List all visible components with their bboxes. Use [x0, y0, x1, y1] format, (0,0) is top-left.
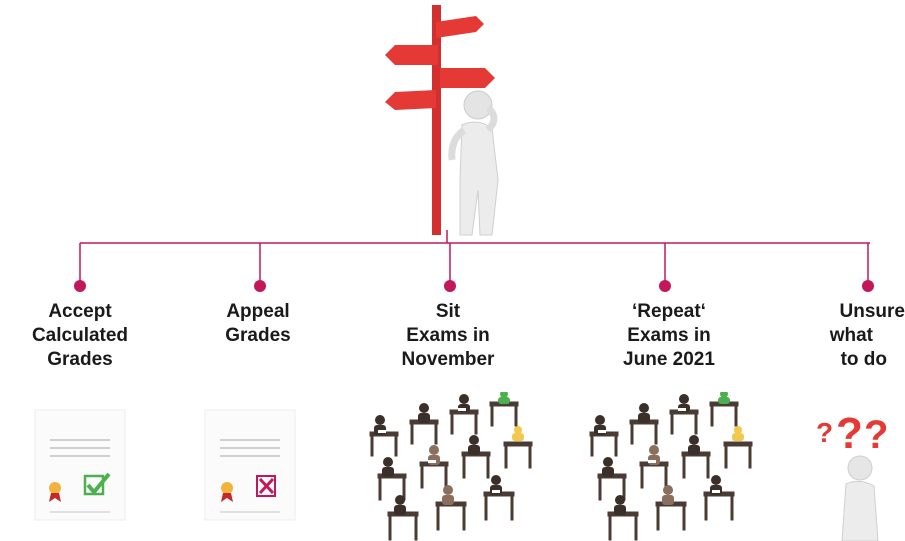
- branch-node: [444, 243, 456, 292]
- option-sit-exams-november: Sit Exams in November: [373, 300, 523, 372]
- option-label-line: Grades: [47, 349, 113, 370]
- exam-hall-icon: [589, 392, 753, 541]
- question-figure-icon: ? ? ?: [816, 409, 888, 541]
- option-label-line: Calculated: [31, 325, 129, 346]
- svg-text:?: ?: [836, 409, 863, 458]
- branch-node: [659, 243, 671, 292]
- svg-text:?: ?: [864, 413, 888, 457]
- option-label-line: Sit: [435, 301, 461, 322]
- branch-node: [862, 243, 874, 292]
- svg-text:?: ?: [816, 417, 833, 448]
- option-label-line: Grades: [225, 325, 291, 346]
- branch-node: [74, 243, 86, 292]
- certificate-check-icon: [34, 409, 126, 521]
- option-label-line: June 2021: [623, 349, 715, 370]
- option-label-line: what: [829, 325, 873, 346]
- option-label-line: Exams in: [627, 325, 711, 346]
- exam-hall-icon: [369, 392, 533, 541]
- option-label-line: to do: [840, 349, 887, 370]
- option-label-line: Unsure: [839, 301, 905, 322]
- option-label-line: Appeal: [226, 301, 290, 322]
- option-appeal-grades: Appeal Grades: [183, 300, 333, 348]
- option-label-line: Accept: [48, 301, 112, 322]
- option-label-line: November: [401, 349, 495, 370]
- certificate-cross-icon: [204, 409, 296, 521]
- option-connector-lines: [74, 230, 874, 292]
- option-unsure: Unsure what to do: [790, 300, 905, 372]
- option-repeat-exams-june: ‘Repeat‘ Exams in June 2021: [594, 300, 744, 372]
- option-label-line: ‘Repeat‘: [632, 301, 706, 322]
- branch-node: [254, 243, 266, 292]
- option-label-line: Exams in: [406, 325, 490, 346]
- option-accept-calculated-grades: Accept Calculated Grades: [5, 300, 155, 372]
- signpost-figure-illustration: [385, 5, 499, 236]
